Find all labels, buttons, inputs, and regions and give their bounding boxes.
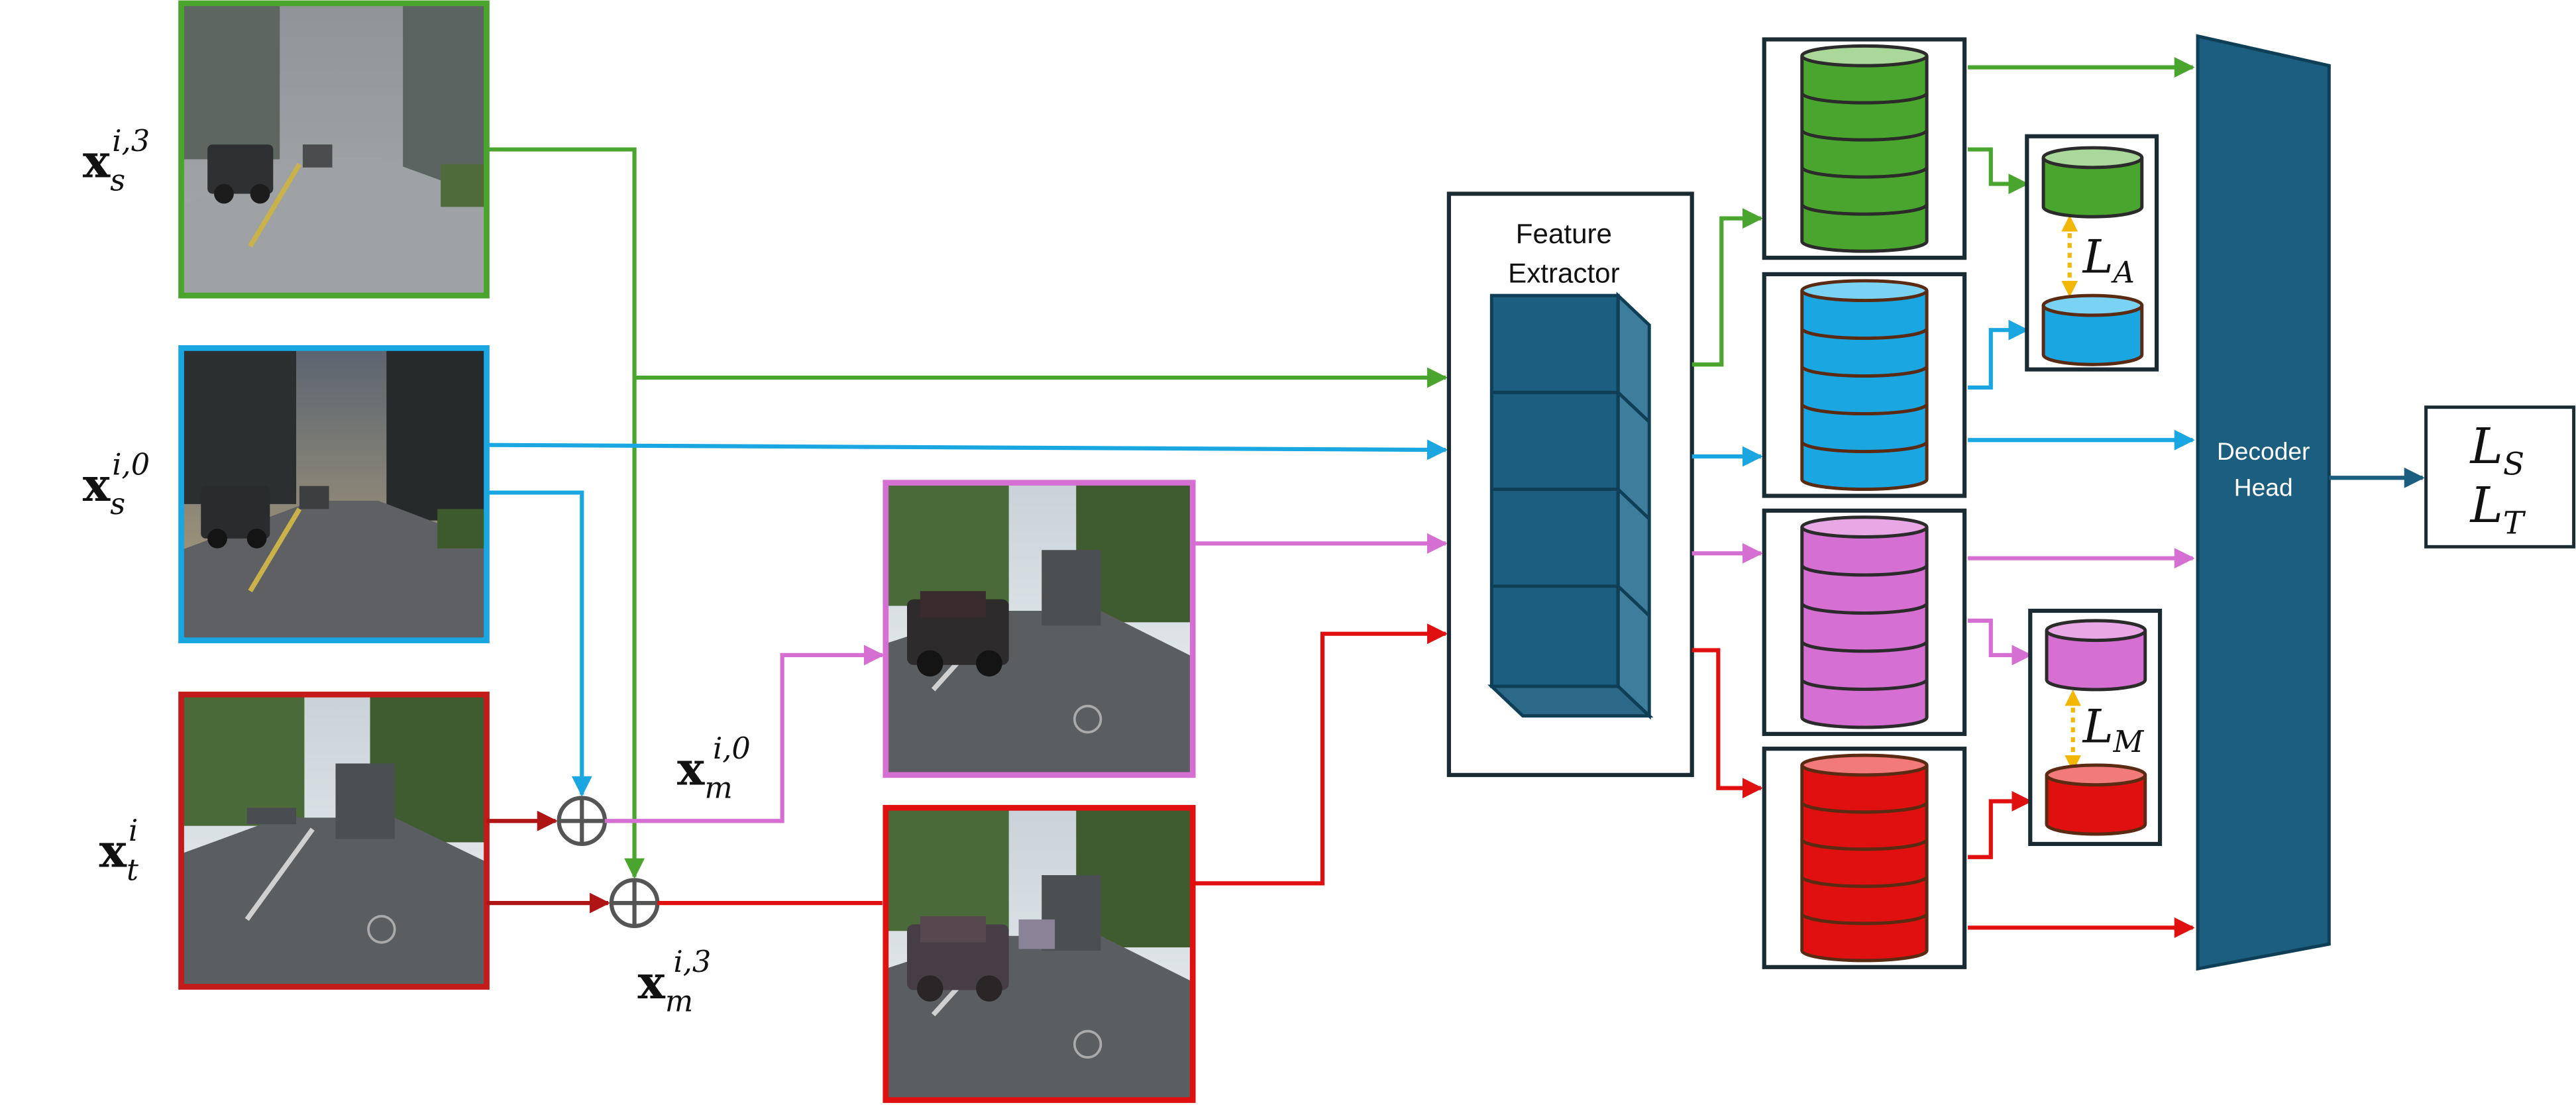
loss-align-label: LA (2082, 231, 2135, 289)
feature-bank-red (1762, 747, 1967, 969)
arrow-dusk-to-extractor (486, 439, 1448, 460)
combine-node-0 (557, 796, 608, 847)
feature-bank-blue (1762, 272, 1967, 498)
loss-target-label: LT (2469, 476, 2526, 541)
loss-mix-label: LM (2082, 700, 2145, 759)
feature-banks (1762, 37, 1967, 969)
arrow-dusk-to-mix0 (486, 490, 592, 797)
arrow-extractor-to-bank-red (1691, 648, 1763, 799)
label-xm3: xmi,3 (638, 945, 712, 1018)
label-xs3: xsi,3 (83, 124, 150, 197)
loss-cylinder-pink (2045, 619, 2147, 692)
decoder-label-line1: Decoder (2217, 437, 2310, 465)
source-image-dusk (178, 345, 490, 643)
label-xs0: xsi,0 (83, 447, 150, 521)
feature-bank-pink (1762, 508, 1967, 736)
loss-cylinders (2041, 146, 2147, 836)
task-loss-box: LS LT (2424, 405, 2576, 549)
feature-bank-green (1762, 37, 1967, 260)
arrow-mixed3-to-extractor (1193, 623, 1448, 886)
loss-cylinder-blue (2041, 293, 2144, 366)
combine-node-3 (609, 878, 660, 928)
loss-cylinder-green (2041, 146, 2144, 219)
arrow-bank-pink-to-mix (1968, 618, 2033, 666)
extractor-label-line1: Feature (1516, 218, 1612, 249)
label-xt: xti (99, 814, 138, 887)
arrow-bank-blue-to-align (1968, 319, 2029, 390)
source-image-fog (178, 0, 490, 299)
mixed-image-3 (883, 805, 1196, 1103)
target-image (178, 692, 490, 990)
decoder-head: Decoder Head (2196, 34, 2331, 971)
mixed-image-0 (883, 480, 1196, 778)
arrow-extractor-to-bank-green (1691, 208, 1763, 367)
decoder-label-line2: Head (2234, 473, 2293, 501)
arrow-bank-green-to-align (1968, 147, 2029, 195)
extractor-label-line2: Extractor (1508, 257, 1620, 288)
arrow-fog-to-extractor (486, 147, 1448, 388)
label-xm0: xmi,0 (677, 731, 751, 805)
arrow-bank-red-to-mix (1968, 790, 2033, 859)
feature-extractor: Feature Extractor (1446, 191, 1694, 777)
arrow-mix0-to-image (604, 645, 885, 823)
loss-cylinder-red (2045, 763, 2147, 836)
loss-source-label: LS (2469, 417, 2524, 482)
